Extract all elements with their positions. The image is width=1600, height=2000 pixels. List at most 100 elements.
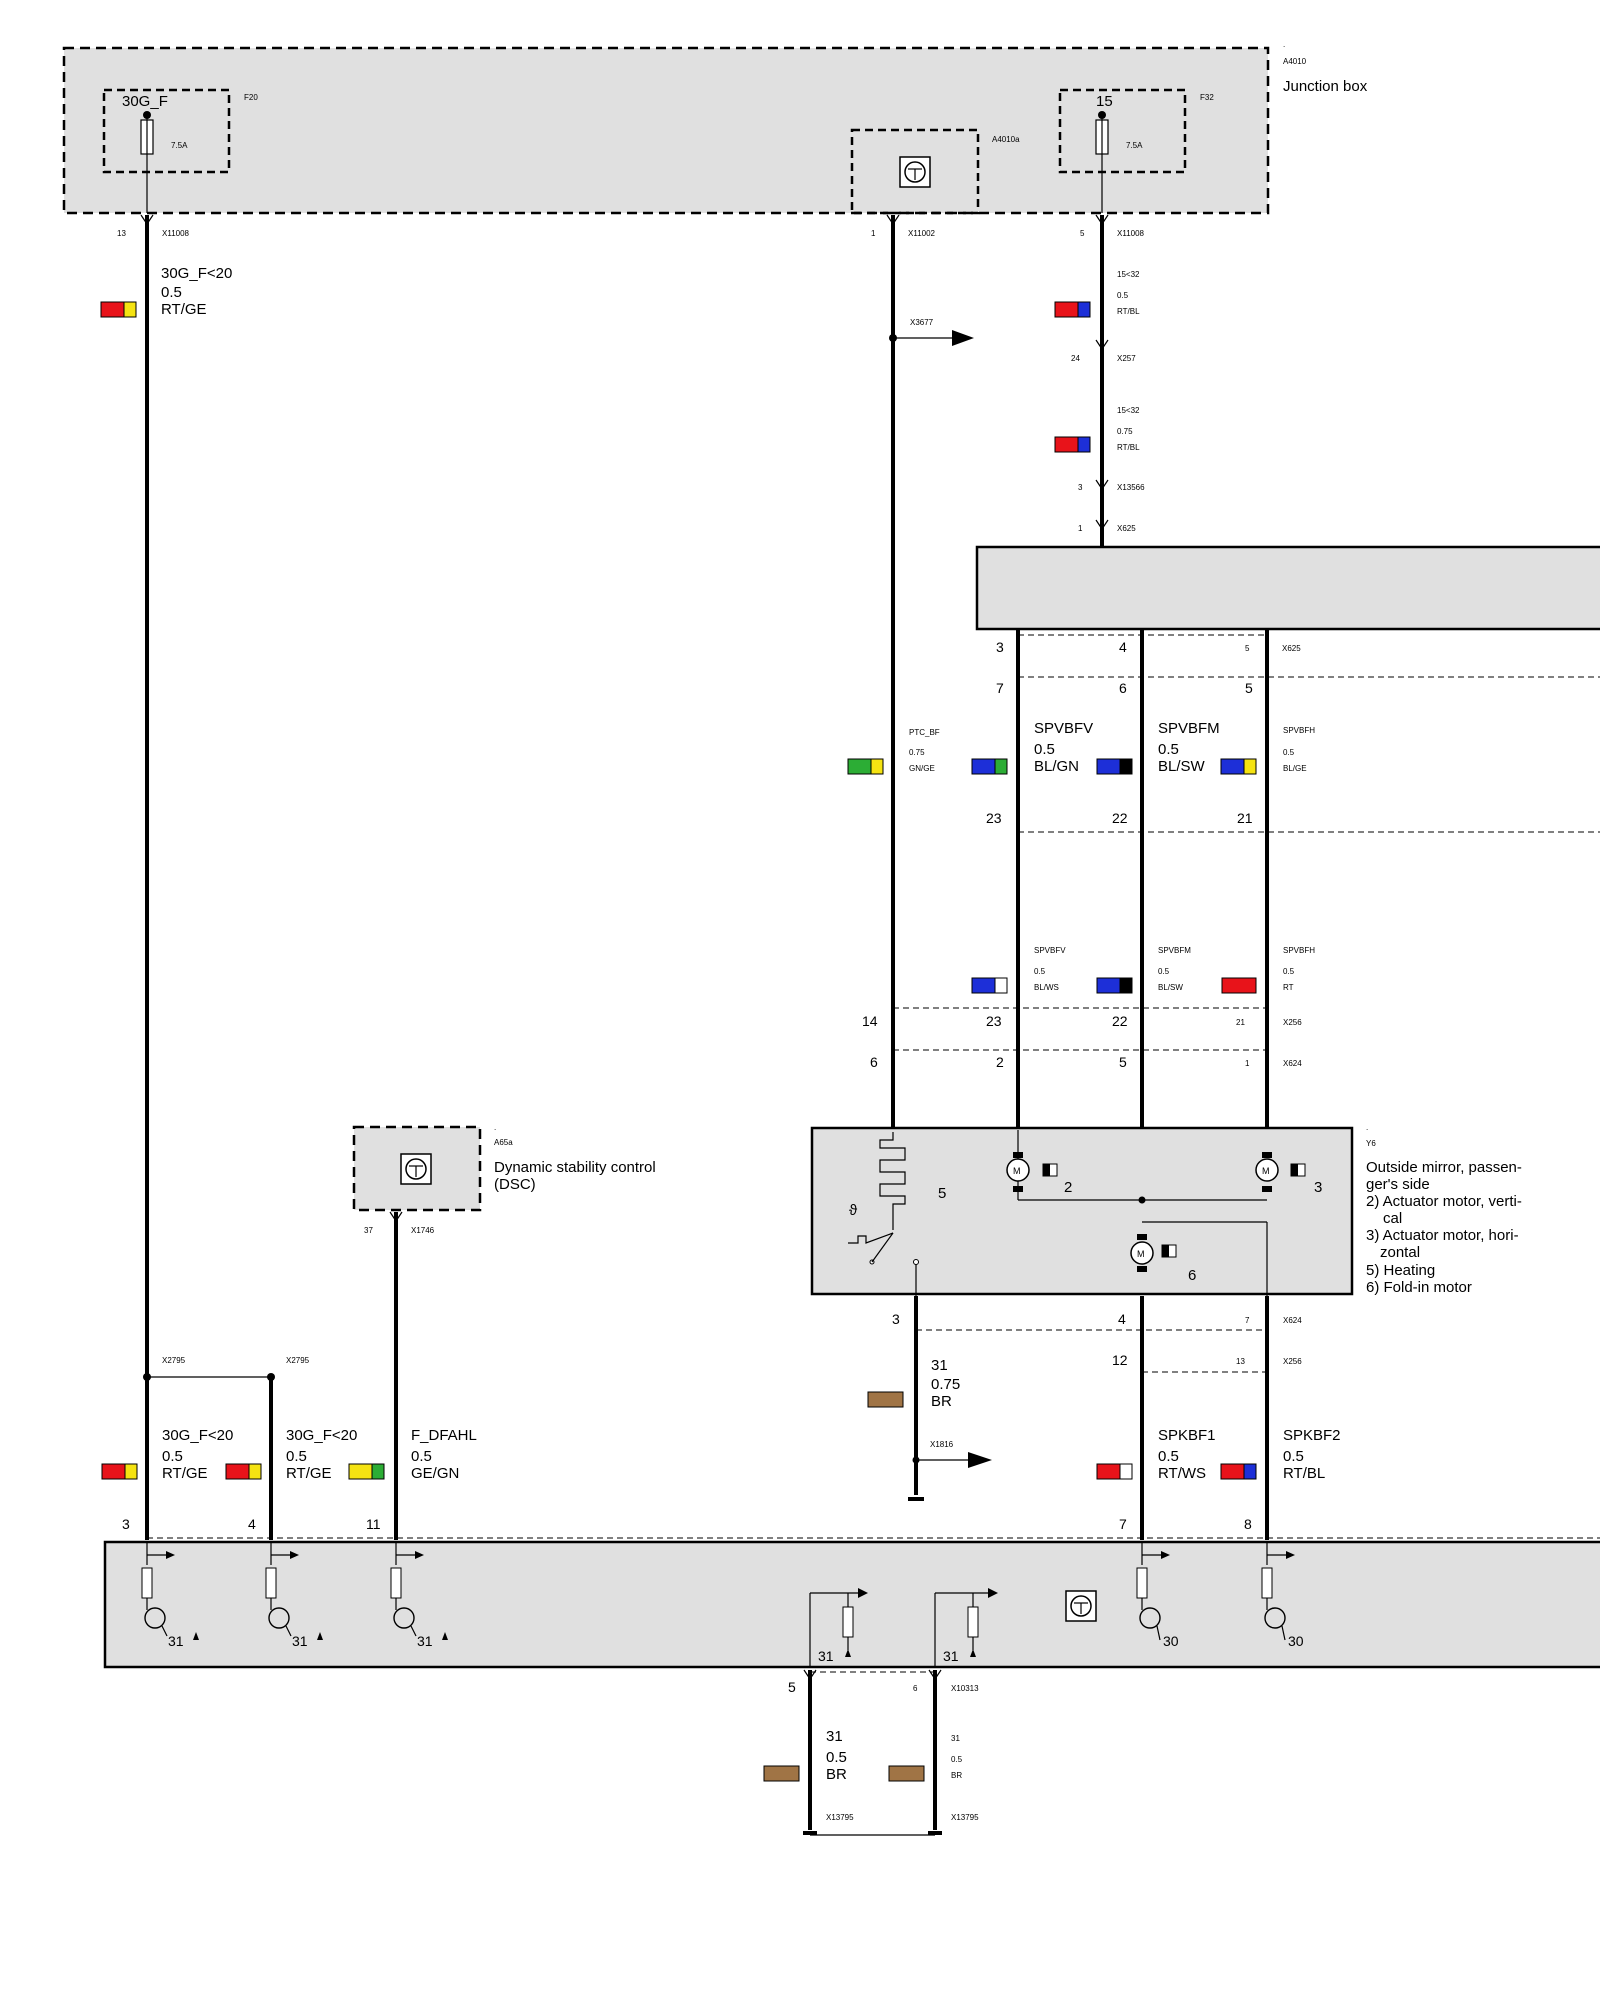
color-code-bl-ws bbox=[971, 977, 1008, 994]
w3-color1: RT/BL bbox=[1117, 307, 1140, 316]
ground-resistor-1 bbox=[809, 1588, 868, 1667]
w3-conn2: X257 bbox=[1117, 354, 1136, 363]
mid-r5-p2: 5 bbox=[1119, 1054, 1127, 1070]
control-module-block bbox=[975, 545, 1600, 631]
junction-box bbox=[62, 46, 1270, 215]
x2795a-signal: 30G_F<20 bbox=[162, 1427, 233, 1444]
w2-pin-b1: 14 bbox=[862, 1013, 878, 1029]
x2795a-color: RT/GE bbox=[162, 1465, 208, 1482]
color-code-br-3 bbox=[888, 1765, 925, 1782]
mirror-desc-3: cal bbox=[1383, 1210, 1402, 1227]
mid-r2-p3: 5 bbox=[1245, 680, 1253, 696]
ground-terminal-icon bbox=[803, 1831, 817, 1835]
mid-r1-p1: 3 bbox=[996, 639, 1004, 655]
gnd-label-5: 31 bbox=[943, 1648, 959, 1664]
fuse-f20-terminal: 30G_F bbox=[122, 93, 168, 110]
motor-fold-num: 6 bbox=[1188, 1267, 1196, 1284]
color-code-br-2 bbox=[763, 1765, 800, 1782]
up3-color: BL/GE bbox=[1283, 764, 1307, 773]
color-code-br bbox=[867, 1391, 904, 1408]
w3-signal1: 15<32 bbox=[1117, 270, 1140, 279]
color-code-rt-ws bbox=[1096, 1463, 1133, 1480]
driver-input-2 bbox=[265, 1542, 323, 1640]
dsc-id: A65a bbox=[494, 1138, 513, 1147]
w3-pin3: 3 bbox=[1078, 483, 1083, 492]
fuse-f32-rating: 7.5A bbox=[1126, 141, 1143, 150]
gnd-label-2: 31 bbox=[292, 1633, 308, 1649]
mid-r1-p2: 4 bbox=[1119, 639, 1127, 655]
color-code-bl-sw bbox=[1096, 758, 1133, 775]
x2795b-pin: 4 bbox=[248, 1516, 256, 1532]
mb-r2-conn: X256 bbox=[1283, 1357, 1302, 1366]
module-a4010a-id: A4010a bbox=[992, 135, 1020, 144]
color-code-gn-ge bbox=[847, 758, 884, 775]
kbf2-color: RT/BL bbox=[1283, 1465, 1325, 1482]
mirror-desc-0: Outside mirror, passen- bbox=[1366, 1159, 1522, 1176]
x2795-left: X2795 bbox=[162, 1356, 186, 1365]
w2-splice: X3677 bbox=[910, 318, 934, 327]
color-code-rt-ge-3 bbox=[225, 1463, 262, 1480]
kbf1-size: 0.5 bbox=[1158, 1448, 1179, 1465]
color-code-rt bbox=[1221, 977, 1257, 994]
svg-text:M: M bbox=[1013, 1166, 1021, 1176]
mirror-dot: . bbox=[1366, 1123, 1368, 1132]
junction-node bbox=[1138, 1196, 1146, 1204]
fuse-f32-id: F32 bbox=[1200, 93, 1214, 102]
mid-r4-p1: 23 bbox=[986, 1013, 1002, 1029]
mid-r2-p2: 6 bbox=[1119, 680, 1127, 696]
x2795-right: X2795 bbox=[286, 1356, 310, 1365]
w3-size1: 0.5 bbox=[1117, 291, 1129, 300]
x2795b-size: 0.5 bbox=[286, 1448, 307, 1465]
gw1-size: 0.5 bbox=[826, 1749, 847, 1766]
up1-color: BL/GN bbox=[1034, 758, 1079, 775]
dsc-conn: X1746 bbox=[411, 1226, 435, 1235]
up2-size: 0.5 bbox=[1158, 741, 1179, 758]
ground-terminal-icon bbox=[928, 1831, 942, 1835]
w1-signal: 30G_F<20 bbox=[161, 265, 232, 282]
junction-box-id: A4010 bbox=[1283, 57, 1307, 66]
lo2-color: BL/SW bbox=[1158, 983, 1183, 992]
up1-signal: SPVBFV bbox=[1034, 720, 1093, 737]
color-code-bl-sw-2 bbox=[1096, 977, 1133, 994]
lo3-signal: SPVBFH bbox=[1283, 946, 1315, 955]
junction-box-title: Junction box bbox=[1283, 78, 1368, 95]
x2795b-signal: 30G_F<20 bbox=[286, 1427, 357, 1444]
kbf2-size: 0.5 bbox=[1283, 1448, 1304, 1465]
x2795b-color: RT/GE bbox=[286, 1465, 332, 1482]
driver-input-3 bbox=[390, 1542, 448, 1640]
lo3-color: RT bbox=[1283, 983, 1294, 992]
dsc-signal: F_DFAHL bbox=[411, 1427, 477, 1444]
gnd-color: BR bbox=[931, 1393, 952, 1410]
ground-terminal-icon bbox=[908, 1497, 924, 1501]
color-code-rt-ge bbox=[100, 301, 137, 318]
fuse-f32-terminal: 15 bbox=[1096, 93, 1113, 110]
gnd-signal: 31 bbox=[931, 1357, 948, 1374]
sup-label-2: 30 bbox=[1288, 1633, 1304, 1649]
mirror-desc-5: zontal bbox=[1380, 1244, 1420, 1261]
color-code-rt-bl-3 bbox=[1220, 1463, 1257, 1480]
driver-output-1 bbox=[1136, 1542, 1170, 1641]
ground-resistor-2 bbox=[934, 1588, 998, 1667]
kbf1-pin: 7 bbox=[1119, 1516, 1127, 1532]
pin-g1: 5 bbox=[788, 1679, 796, 1695]
lo1-size: 0.5 bbox=[1034, 967, 1046, 976]
mid-r4-p3: 21 bbox=[1236, 1018, 1245, 1027]
arrow-right-icon bbox=[968, 1452, 992, 1468]
w2-signal: PTC_BF bbox=[909, 728, 940, 737]
w1-conn: X11008 bbox=[162, 229, 190, 238]
kbf1-signal: SPKBF1 bbox=[1158, 1427, 1216, 1444]
x2795a-pin: 3 bbox=[122, 1516, 130, 1532]
dsc-dot: . bbox=[494, 1123, 496, 1132]
arrow-right-icon bbox=[952, 330, 974, 346]
w2-conn: X11002 bbox=[908, 229, 936, 238]
thermal-switch-icon: ϑ bbox=[848, 1202, 919, 1300]
mb-r1-p3: 7 bbox=[1245, 1316, 1250, 1325]
lo2-signal: SPVBFM bbox=[1158, 946, 1191, 955]
mb-r1-conn: X624 bbox=[1283, 1316, 1302, 1325]
mid-r1-conn: X625 bbox=[1282, 644, 1301, 653]
mid-r1-p3: 5 bbox=[1245, 644, 1250, 653]
kbf2-signal: SPKBF2 bbox=[1283, 1427, 1341, 1444]
connector-mark bbox=[140, 214, 154, 226]
motor-horizontal-icon: M bbox=[1255, 1152, 1306, 1192]
